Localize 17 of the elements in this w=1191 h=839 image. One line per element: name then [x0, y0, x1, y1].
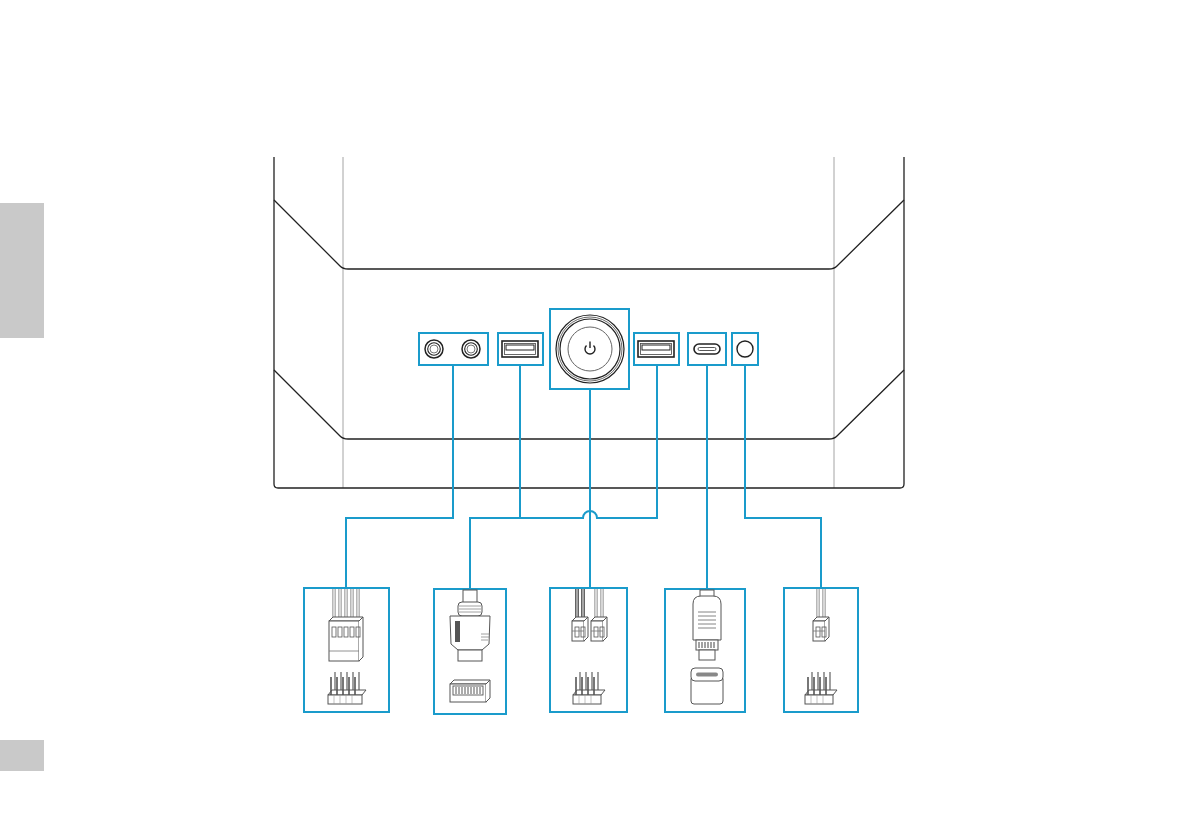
- port-highlight-frame: [549, 308, 630, 390]
- port-highlight-frame: [497, 332, 544, 366]
- port-highlight-frame: [731, 332, 759, 366]
- connector-line: [589, 389, 591, 588]
- connector-panel: [549, 587, 628, 713]
- side-tab: [0, 203, 44, 338]
- side-tab: [0, 740, 44, 771]
- connector-line: [345, 365, 454, 588]
- port-highlight-frame: [418, 332, 489, 366]
- connector-panel: [433, 588, 507, 715]
- connector-panel: [664, 588, 746, 713]
- connector-line: [706, 365, 708, 589]
- port-highlight-frame: [633, 332, 680, 366]
- connector-panel: [303, 587, 390, 713]
- connector-panel: [783, 587, 859, 713]
- port-highlight-frame: [687, 332, 727, 366]
- connector-line: [744, 365, 822, 588]
